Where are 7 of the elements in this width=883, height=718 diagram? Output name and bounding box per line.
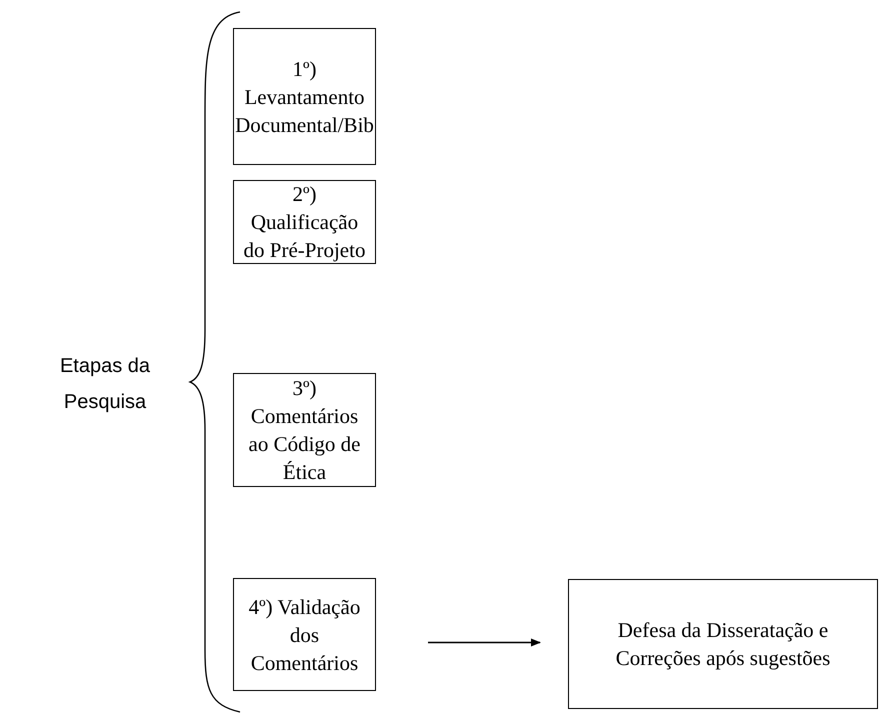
process-box: 4º) Validação dos Comentários	[233, 578, 376, 691]
process-box: 2º) Qualificação do Pré-Projeto	[233, 180, 376, 264]
process-box: Defesa da Disseratação e Correções após sugestões	[568, 579, 878, 709]
process-box: 3º) Comentários ao Código de Ética	[233, 373, 376, 487]
process-box: 1º) Levantamento Documental/Bib	[233, 28, 376, 165]
arrow	[428, 638, 541, 646]
group-label: Etapas da Pesquisa	[58, 354, 152, 415]
